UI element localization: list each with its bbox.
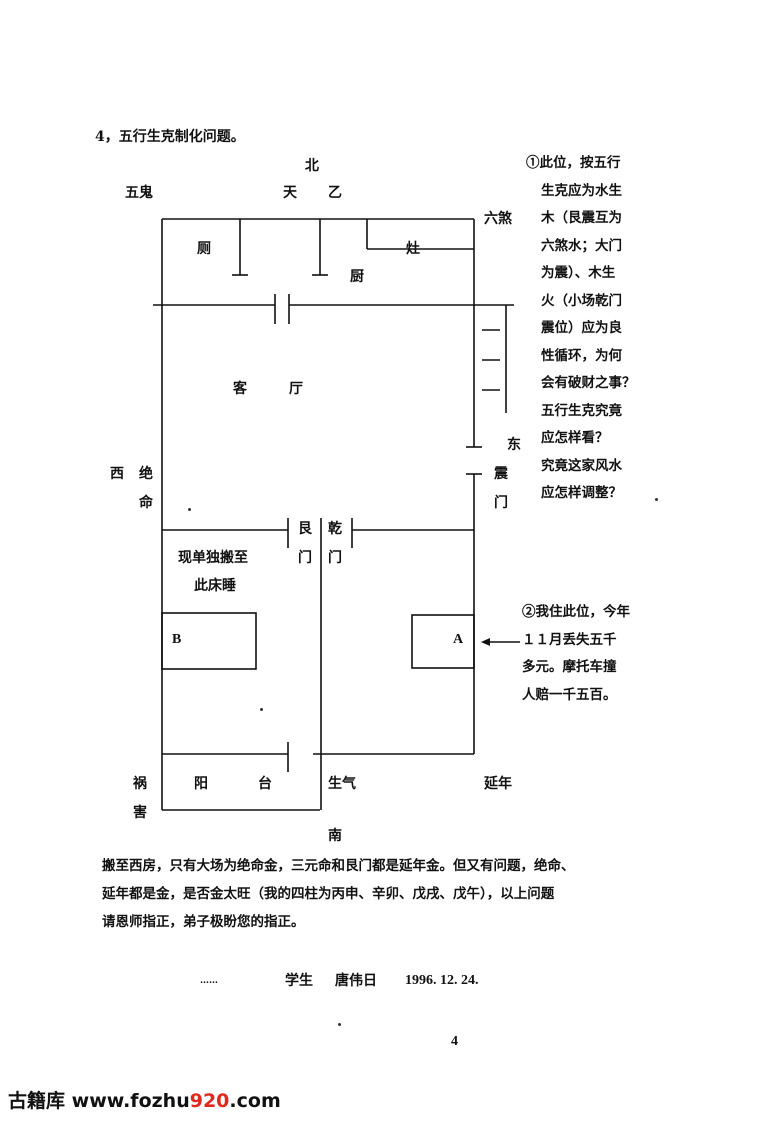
signature-date: 1996. 12. 24. bbox=[405, 973, 479, 988]
note-1-line: 五行生克究竟 bbox=[541, 402, 622, 419]
scan-speck bbox=[338, 1023, 341, 1026]
room-kitchen: 厨 bbox=[350, 269, 364, 285]
scan-speck bbox=[188, 508, 191, 511]
star-huohai-1: 祸 bbox=[133, 776, 147, 792]
scan-speck bbox=[260, 708, 263, 711]
direction-east: 东 bbox=[507, 437, 521, 453]
note-2-line: 多元。摩托车撞 bbox=[522, 659, 617, 675]
room-toilet: 厕 bbox=[197, 241, 211, 257]
room-balcony-1: 阳 bbox=[194, 776, 208, 792]
room-stove: 灶 bbox=[406, 241, 420, 257]
star-zhen: 震 bbox=[494, 466, 508, 482]
note-2: ②我住此位，今年 １１月丢失五千 多元。摩托车撞 人赔一千五百。 bbox=[522, 599, 652, 709]
room-living-1: 客 bbox=[233, 381, 247, 397]
signature-name: 唐伟日 bbox=[335, 973, 377, 989]
direction-west: 西 bbox=[110, 466, 124, 482]
bed-b: B bbox=[172, 632, 182, 647]
note-1-line: 木（艮震互为 bbox=[541, 210, 622, 226]
direction-south: 南 bbox=[328, 828, 342, 844]
note-1-line: 应怎样看？ bbox=[541, 430, 609, 446]
star-tianyi-1: 天 bbox=[283, 185, 297, 201]
star-yannian: 延年 bbox=[484, 776, 512, 792]
body-paragraph: 搬至西房，只有大场为绝命金，三元命和艮门都是延年金。但又有问题，绝命、 延年都是… bbox=[102, 852, 662, 936]
watermark-brand: 古籍库 bbox=[8, 1090, 66, 1112]
signature-dots: …… bbox=[200, 976, 218, 986]
watermark-url-suffix: .com bbox=[229, 1090, 281, 1112]
note-1-line: 性循环，为何 bbox=[541, 347, 622, 364]
note-1: ①此位，按五行 生克应为水生 木（艮震互为 六煞水；大门 为震）、木生 火（小场… bbox=[526, 150, 656, 508]
star-wugui: 五鬼 bbox=[125, 185, 153, 201]
room-balcony-2: 台 bbox=[258, 776, 272, 792]
star-jueming-1: 绝 bbox=[139, 466, 153, 482]
note-1-line: 究竟这家风水 bbox=[541, 457, 622, 474]
note-1-line: 六煞水；大门 bbox=[541, 237, 622, 254]
page-number: 4 bbox=[451, 1034, 458, 1049]
bedroom-note-2: 此床睡 bbox=[194, 578, 236, 594]
note-1-line: 会有破财之事？ bbox=[541, 375, 636, 391]
room-living-2: 厅 bbox=[289, 381, 303, 397]
paragraph-line: 请恩师指正，弟子极盼您的指正。 bbox=[102, 914, 305, 930]
paragraph-line: 搬至西房，只有大场为绝命金，三元命和艮门都是延年金。但又有问题，绝命、 bbox=[102, 858, 575, 874]
note-1-line: 生克应为水生 bbox=[541, 182, 622, 199]
note-2-line: １１月丢失五千 bbox=[522, 631, 617, 648]
direction-north: 北 bbox=[305, 158, 319, 174]
bedroom-note-1: 现单独搬至 bbox=[178, 550, 248, 566]
watermark: 古籍库 www.fozhu920.com bbox=[8, 1086, 281, 1113]
scan-speck bbox=[655, 498, 658, 501]
star-tianyi-2: 乙 bbox=[328, 185, 342, 201]
star-shengqi: 生气 bbox=[328, 776, 356, 792]
door-gen-2: 门 bbox=[298, 550, 312, 566]
door-qian-2: 门 bbox=[328, 550, 342, 566]
signature-role: 学生 bbox=[285, 973, 313, 989]
note-2-line: 人赔一千五百。 bbox=[522, 686, 617, 703]
note-1-line: 火（小场乾门 bbox=[541, 292, 622, 309]
note-1-line: 震位）应为良 bbox=[541, 320, 622, 336]
bed-a: A bbox=[453, 632, 464, 647]
door-qian-1: 乾 bbox=[328, 521, 342, 537]
note-2-line: ②我住此位，今年 bbox=[522, 604, 630, 620]
door-gen-1: 艮 bbox=[298, 521, 312, 537]
note-1-line: 为震）、木生 bbox=[541, 265, 616, 281]
watermark-url-prefix: www.fozhu bbox=[71, 1090, 190, 1112]
paragraph-line: 延年都是金，是否金太旺（我的四柱为丙申、辛卯、戊戌、戊午），以上问题 bbox=[102, 886, 555, 902]
star-huohai-2: 害 bbox=[133, 805, 147, 821]
note-1-line: 应怎样调整？ bbox=[541, 485, 622, 501]
note-1-line: ①此位，按五行 bbox=[526, 155, 621, 171]
watermark-url-number: 920 bbox=[189, 1090, 230, 1112]
star-liusha: 六煞 bbox=[484, 211, 512, 227]
star-zhenmen-men: 门 bbox=[494, 495, 508, 511]
star-jueming-2: 命 bbox=[139, 495, 153, 511]
section-heading: 4，五行生克制化问题。 bbox=[95, 129, 245, 145]
